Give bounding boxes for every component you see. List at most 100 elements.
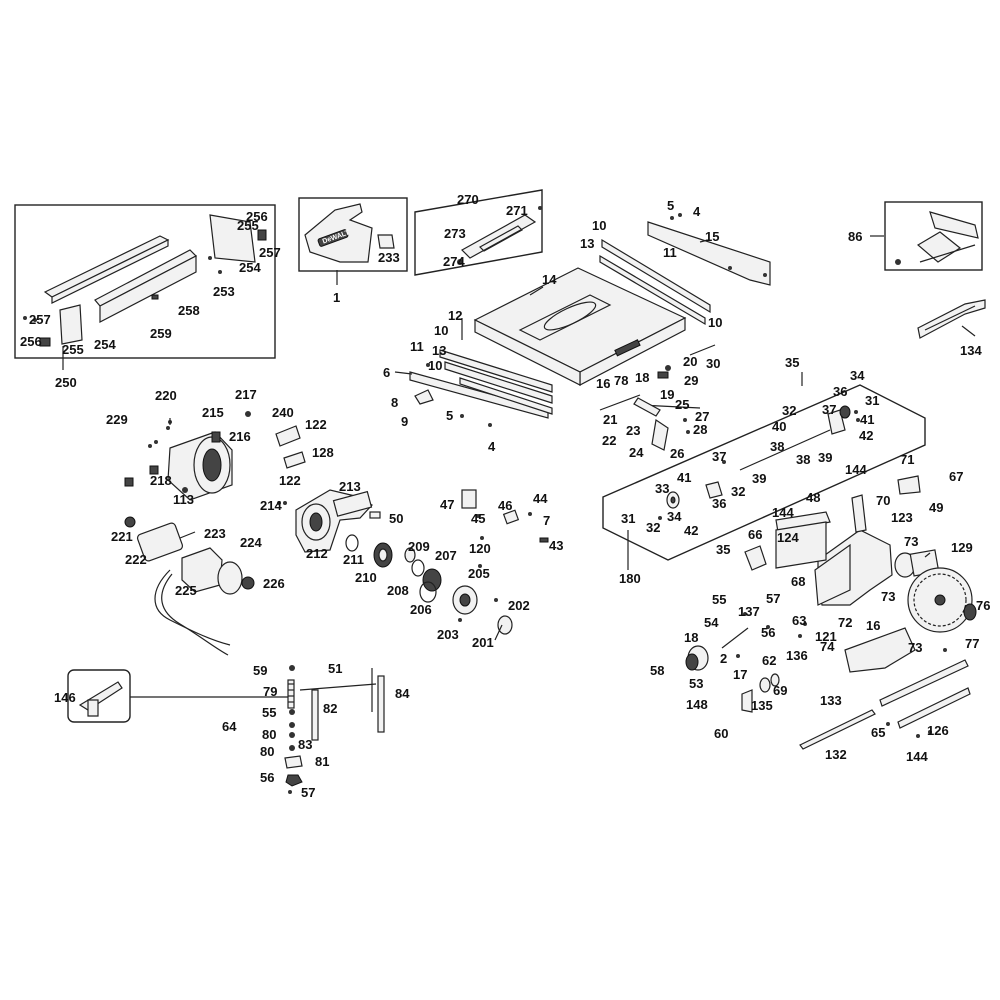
callout-label: 23 [626,423,640,438]
push-stick-box [67,669,131,723]
callout-label: 55 [712,592,726,607]
callout-label: 148 [686,697,708,712]
callout-label: 84 [395,686,410,701]
callout-label: 259 [150,326,172,341]
callout-label: 9 [401,414,408,429]
callout-label: 273 [444,226,466,241]
blade-guard-box [298,197,408,272]
callout-label: 209 [408,539,430,554]
callout-label: 215 [202,405,224,420]
callout-label: 31 [865,393,879,408]
leader-lines [62,235,976,698]
callout-label: 35 [716,542,730,557]
callout-label: 32 [782,403,796,418]
callout-label: 27 [695,409,709,424]
callout-label: 71 [900,452,914,467]
callout-label: 37 [822,402,836,417]
callout-label: 214 [260,498,282,513]
callout-label: 208 [387,583,409,598]
callout-label: 218 [150,473,172,488]
callout-label: 38 [796,452,810,467]
callout-label: 144 [906,749,928,764]
callout-label: 60 [714,726,728,741]
callout-label: 56 [761,625,775,640]
callout-label: 256 [20,334,42,349]
height-assembly-box [602,384,926,561]
callout-label: 26 [670,446,684,461]
outrigger-arm-part [917,299,986,339]
callout-label: 270 [457,192,479,207]
callout-label: 41 [860,412,874,427]
callout-label: 43 [549,538,563,553]
callout-label: 135 [751,698,773,713]
callout-label: 82 [323,701,337,716]
callout-label: 19 [660,387,674,402]
callout-label: 53 [689,676,703,691]
callout-label: 77 [965,636,979,651]
callout-label: 254 [239,260,261,275]
front-rail-part [409,349,553,419]
callout-label: 40 [772,419,786,434]
callout-label: 67 [949,469,963,484]
callout-label: 20 [683,354,697,369]
callout-label: 28 [693,422,707,437]
callout-label: 10 [592,218,606,233]
callout-label: 80 [262,727,276,742]
callout-label: 47 [440,497,454,512]
callout-label: 121 [815,629,837,644]
callout-label: 222 [125,552,147,567]
callout-label: 225 [175,583,197,598]
throat-plate-part [457,206,542,265]
callout-label: 58 [650,663,664,678]
callout-label: 15 [705,229,719,244]
callout-label: 11 [663,245,677,260]
callout-label: 10 [434,323,448,338]
callout-label: 73 [908,640,922,655]
lock-linkage-part [599,344,716,451]
fence-small-parts [23,229,267,347]
callout-label: 59 [253,663,267,678]
callout-label: 29 [684,373,698,388]
miter-gauge-box [884,201,983,271]
fence-clamp-part [59,214,256,345]
callout-label: 39 [818,450,832,465]
callout-label: 257 [259,245,281,260]
callout-label: 229 [106,412,128,427]
callout-label: 42 [684,523,698,538]
callout-label: 22 [602,433,616,448]
callout-label: 4 [488,439,496,454]
height-rod-part [658,405,860,520]
callout-label: 216 [229,429,251,444]
callout-label: 122 [279,473,301,488]
callout-label: 233 [378,250,400,265]
callout-label: 48 [806,490,820,505]
callout-label: 8 [391,395,398,410]
callout-label: 257 [29,312,51,327]
callout-label: 1 [333,290,340,305]
callout-label: 39 [752,471,766,486]
callout-label: 220 [155,388,177,403]
callout-label: 76 [976,598,990,613]
callout-label: 134 [960,343,982,358]
riving-knife-parts [799,659,971,750]
callout-label: 240 [272,405,294,420]
callout-label: 31 [621,511,635,526]
push-stick-part [78,681,123,717]
callout-label: 14 [542,272,557,287]
callout-label: 36 [712,496,726,511]
part-callout-labels: 1 233 270 271 273 274 250 256 255 257 25… [20,192,990,800]
callout-label: 221 [111,529,133,544]
callout-label: 126 [927,723,949,738]
callout-label: 213 [339,479,361,494]
callout-label: 46 [498,498,512,513]
callout-label: 57 [301,785,315,800]
field-part [154,547,255,656]
callout-label: 226 [263,576,285,591]
callout-label: 30 [706,356,720,371]
callout-label: 206 [410,602,432,617]
callout-label: 223 [204,526,226,541]
callout-label: 144 [845,462,867,477]
fence-rail-part [43,235,198,323]
callout-label: 78 [614,373,628,388]
callout-label: 32 [646,520,660,535]
